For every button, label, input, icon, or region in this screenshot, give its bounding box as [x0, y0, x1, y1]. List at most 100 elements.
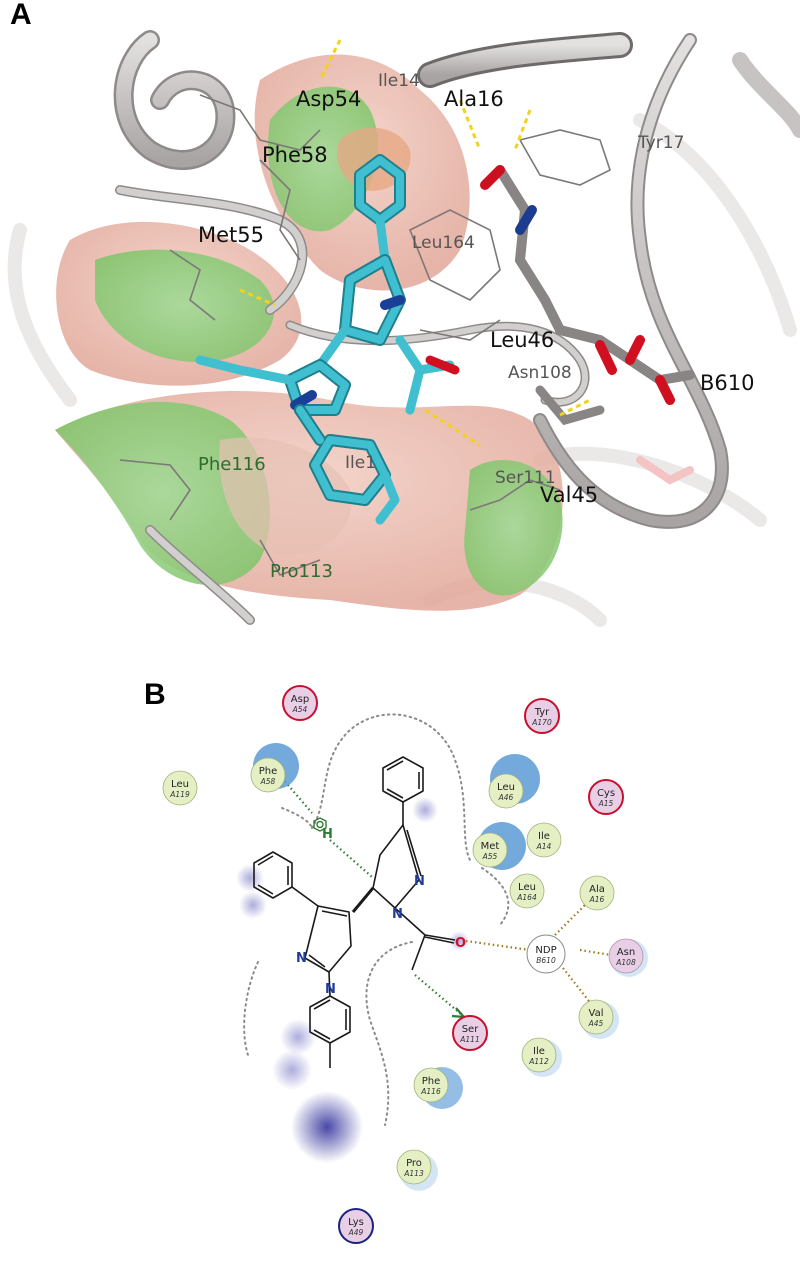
residue-cys15-name: Cys [597, 788, 615, 799]
residue-lys49-name: Lys [348, 1217, 364, 1228]
residue-ile14: Ile A14 [526, 822, 562, 858]
label-ile14: Ile14 [378, 71, 420, 91]
residue-cys15: Cys A15 [588, 779, 624, 815]
residue-phe58: Phe A58 [250, 743, 299, 793]
residue-lys49-id: A49 [348, 1228, 364, 1237]
residue-ser111-id: A111 [459, 1035, 479, 1044]
protein-backbone-ribbons [113, 30, 800, 625]
residue-lys49: Lys A49 [338, 1208, 374, 1244]
interaction-lines [281, 777, 612, 1019]
hbond-ligand-to-ndp [465, 939, 531, 952]
ligand-sticks [195, 154, 460, 525]
residue-labels-3d: Asp54 Ile14 Ala16 Phe58 Tyr17 Met55 Leu1… [198, 71, 755, 582]
residue-met55-name: Met [481, 841, 500, 852]
residue-met55-id: A55 [482, 852, 498, 861]
label-b610: B610 [700, 371, 755, 395]
label-leu164: Leu164 [412, 233, 475, 253]
residue-met55: Met A55 [472, 822, 526, 870]
atom-n-pyrazoline-1: N [414, 874, 425, 889]
hbond-ndp-asn108 [579, 948, 612, 957]
residue-leu46-id: A46 [498, 793, 514, 802]
residue-asp54: Asp A54 [282, 685, 318, 721]
panel-b-diagram: N N N N O H Asp A54 Tyr A170 [162, 685, 648, 1244]
label-pro113: Pro113 [270, 561, 333, 582]
hbond-ndp-ala16 [554, 892, 598, 936]
residue-leu164-id: A164 [516, 893, 537, 902]
residue-ndp-b610: NDP B610 [526, 934, 566, 974]
residue-asn108-name: Asn [617, 947, 635, 958]
residue-val45-id: A45 [588, 1019, 604, 1028]
residue-ala16-id: A16 [589, 895, 605, 904]
residue-asn108-id: A108 [615, 958, 636, 967]
hbond-h-to-pyrazoline [329, 839, 373, 878]
residue-phe116-name: Phe [422, 1076, 441, 1087]
residue-leu119: Leu A119 [162, 770, 198, 806]
panel-a-letter: A [10, 0, 32, 31]
label-ala16: Ala16 [444, 87, 504, 111]
label-ser111: Ser111 [495, 468, 556, 488]
hbond-ser111-arrow [451, 1007, 467, 1019]
residue-leu119-name: Leu [171, 779, 189, 790]
atom-h: H [322, 827, 333, 842]
residue-leu164-name: Leu [518, 882, 536, 893]
label-asp54: Asp54 [296, 87, 361, 111]
residue-asp54-id: A54 [292, 705, 308, 714]
residue-ile112: Ile A112 [521, 1037, 562, 1077]
residue-phe58-id: A58 [260, 777, 276, 786]
label-phe116: Phe116 [198, 454, 266, 475]
benzene-pi-icon [313, 817, 327, 832]
panel-b-letter: B [144, 678, 166, 711]
residue-ser111-name: Ser [462, 1024, 480, 1035]
panel-b-2d-interaction-diagram: N N N N O H Asp A54 Tyr A170 [0, 640, 800, 1258]
atom-o-carbonyl: O [455, 936, 466, 951]
residue-asp54-name: Asp [291, 694, 309, 705]
residue-cys15-id: A15 [598, 799, 614, 808]
label-tyr17: Tyr17 [637, 133, 684, 153]
residue-discs: Asp A54 Tyr A170 Leu A119 Phe A58 [162, 685, 648, 1244]
panel-a-render: Asp54 Ile14 Ala16 Phe58 Tyr17 Met55 Leu1… [7, 30, 800, 627]
label-met55: Met55 [198, 223, 264, 247]
residue-tyr170-id: A170 [531, 718, 552, 727]
label-phe58: Phe58 [262, 143, 328, 167]
atom-n-pyrazoline-2: N [392, 907, 403, 922]
ndp-cofactor-sticks [480, 165, 695, 485]
label-val45: Val45 [540, 483, 598, 507]
residue-ala16-name: Ala [589, 884, 605, 895]
residue-tyr170-name: Tyr [534, 707, 550, 718]
pi-h-phe58 [281, 777, 313, 814]
residue-leu46-name: Leu [497, 782, 515, 793]
atom-labels: N N N N O H [296, 827, 466, 997]
ligand-exposure-shadows [236, 797, 469, 1163]
residue-ile112-id: A112 [528, 1057, 549, 1066]
label-leu46: Leu46 [490, 328, 554, 352]
ligand-2d-structure [253, 756, 456, 1068]
residue-ser111: Ser A111 [452, 1015, 488, 1051]
atom-n-pyrazole-1: N [296, 951, 307, 966]
residue-phe116-id: A116 [420, 1087, 441, 1096]
hbond-ndp-val45 [562, 967, 593, 1006]
residue-phe58-name: Phe [259, 766, 278, 777]
residue-ile14-id: A14 [536, 842, 552, 851]
residue-pro113-id: A113 [403, 1169, 424, 1178]
residue-pro113-name: Pro [406, 1158, 422, 1169]
pocket-contour [243, 713, 510, 1126]
residue-ile14-name: Ile [538, 831, 550, 842]
atom-n-pyrazole-2: N [325, 982, 336, 997]
hbond-dashes [239, 39, 591, 447]
residue-phe116: Phe A116 [413, 1067, 463, 1109]
residue-ile112-name: Ile [533, 1046, 545, 1057]
residue-asn108: Asn A108 [608, 938, 648, 977]
residue-ndp-id: B610 [536, 956, 556, 965]
residue-leu46: Leu A46 [488, 754, 540, 809]
residue-ala16: Ala A16 [579, 875, 615, 911]
residue-wire-sticks [119, 94, 611, 576]
residue-val45-name: Val [589, 1008, 604, 1019]
residue-pro113: Pro A113 [396, 1149, 438, 1191]
residue-leu164: Leu A164 [509, 873, 545, 909]
label-ile112: Ile1 [345, 453, 376, 473]
label-asn108: Asn108 [508, 363, 572, 383]
residue-tyr170: Tyr A170 [524, 698, 560, 734]
hbond-ser111 [414, 974, 463, 1016]
panel-a-3d-binding-pose: Asp54 Ile14 Ala16 Phe58 Tyr17 Met55 Leu1… [7, 0, 800, 627]
residue-val45: Val A45 [578, 999, 619, 1039]
